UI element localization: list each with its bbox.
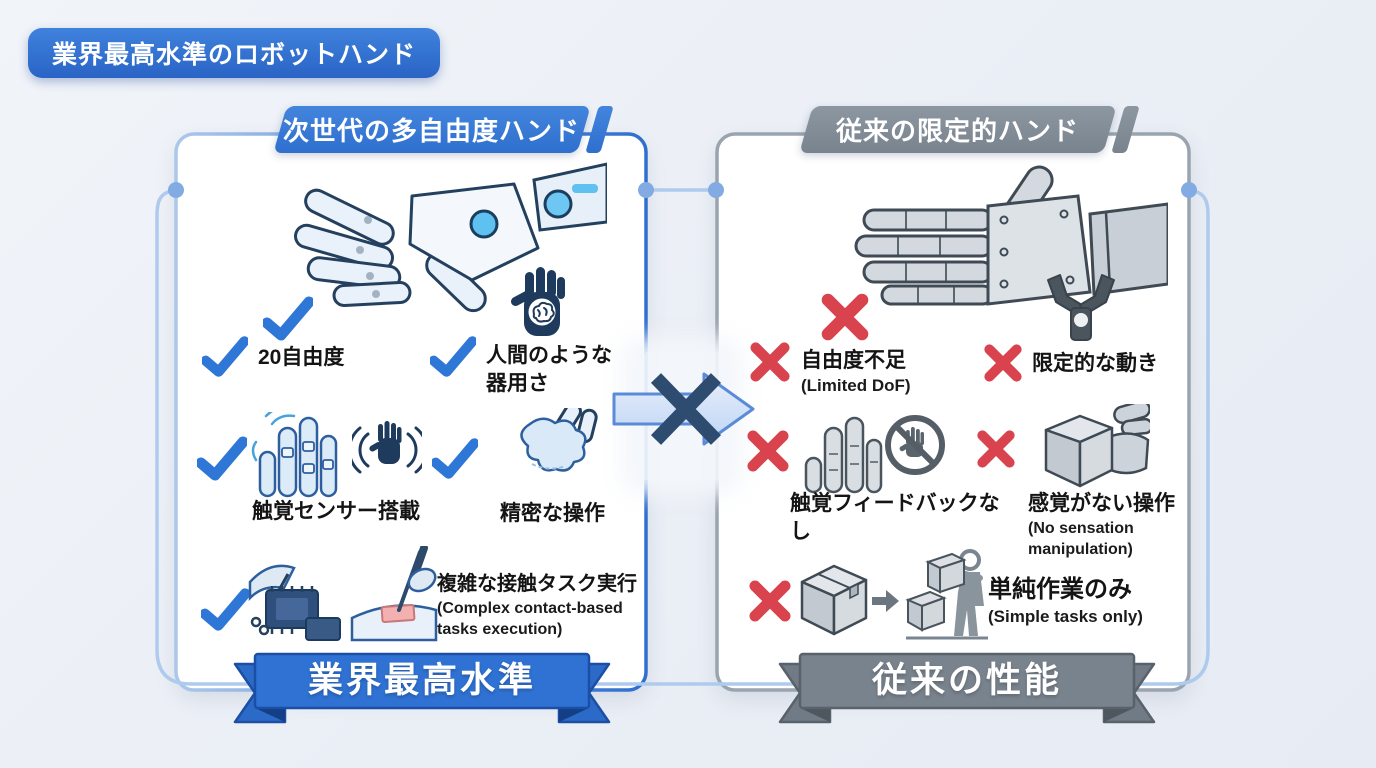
feature-label: 自由度不足 <box>801 349 906 372</box>
small-arrow-icon <box>872 590 899 612</box>
check-icon <box>432 438 478 479</box>
title-badge: 業界最高水準のロボットハンド <box>28 28 441 78</box>
box-icon <box>800 564 868 636</box>
feature-label: 触覚フィードバックなし <box>790 492 1000 543</box>
gripper-icon <box>1047 274 1115 341</box>
feature-sublabel: (Complex contact-based tasks execution) <box>437 600 623 638</box>
brain-hand-icon <box>510 267 565 336</box>
cube-grasp-icon <box>1044 404 1150 488</box>
feature-label: 精密な操作 <box>500 502 605 525</box>
feature-label: 複雑な接触タスク実行 <box>437 573 637 595</box>
check-icon <box>197 436 247 481</box>
advanced-panel-header-label: 次世代の多自由度ハンド <box>283 116 581 146</box>
check-icon <box>202 336 248 377</box>
check-icon <box>263 296 313 341</box>
cross-icon <box>749 580 791 622</box>
conventional-panel-header-tab: 従来の限定的ハンド <box>799 106 1117 153</box>
cross-icon <box>984 344 1022 382</box>
feature-sublabel: (Simple tasks only) <box>988 607 1143 626</box>
check-icon <box>201 588 249 631</box>
title-badge-label: 業界最高水準のロボットハンド <box>52 41 417 69</box>
feature-label: 触覚センサー搭載 <box>252 500 420 523</box>
conventional-panel-header-label: 従来の限定的ハンド <box>836 116 1080 146</box>
advanced-ribbon-label: 業界最高水準 <box>307 661 536 700</box>
chip-assembly-icon <box>248 564 341 641</box>
feature-label: 人間のような器用さ <box>486 344 612 395</box>
cross-icon <box>821 293 869 341</box>
advanced-panel-header-tab: 次世代の多自由度ハンド <box>273 106 591 153</box>
wave-hand-icon <box>352 421 422 474</box>
conventional-ribbon-label: 従来の性能 <box>871 661 1062 700</box>
precision-grip-icon <box>520 408 598 472</box>
feature-sublabel: (No sensation manipulation) <box>1028 520 1134 558</box>
check-icon <box>430 336 476 377</box>
feature-label: 感覚がない操作 <box>1028 492 1175 515</box>
worker-icon <box>905 549 988 640</box>
tactile-sensor-fingers-icon <box>251 412 338 498</box>
surgical-task-icon <box>350 546 438 642</box>
cross-icon <box>977 430 1015 468</box>
feature-label: 限定的な動き <box>1032 352 1158 375</box>
feature-label: 20自由度 <box>258 346 345 369</box>
no-touch-icon <box>885 415 945 475</box>
blocked-arrow-icon <box>612 372 755 446</box>
feature-sublabel: (Limited DoF) <box>801 376 911 395</box>
feature-label: 単純作業のみ <box>988 576 1132 603</box>
gray-fingers-icon <box>804 416 883 494</box>
